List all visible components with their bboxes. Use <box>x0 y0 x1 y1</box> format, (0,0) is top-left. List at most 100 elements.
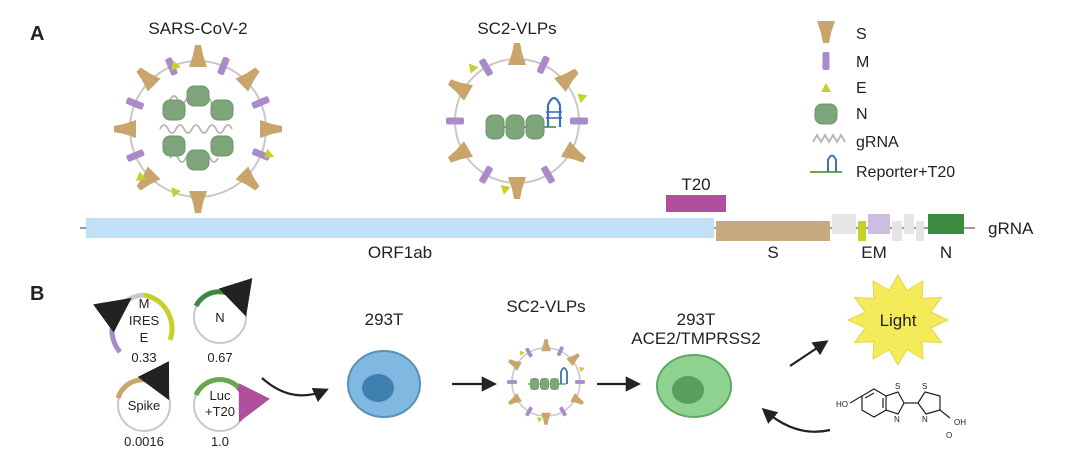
receiver-cell: 293T ACE2/TMPRSS2 <box>631 310 761 418</box>
envelope-protein-icon <box>517 348 525 357</box>
chem-n-2: N <box>922 415 928 424</box>
luciferin-structure-icon <box>849 388 951 419</box>
plasmid-1-line-1: M <box>139 296 150 311</box>
n-gene-label: N <box>940 243 952 262</box>
membrane-protein-icon <box>125 148 146 163</box>
receiver-cell-label-1: 293T <box>677 310 716 329</box>
spike-protein-icon <box>508 43 526 65</box>
membrane-protein-icon <box>478 165 494 185</box>
spike-protein-icon <box>235 166 264 195</box>
vlp-reporter-rna <box>485 96 562 140</box>
envelope-protein-icon <box>464 60 479 74</box>
light-burst: Light <box>846 273 950 367</box>
membrane-protein-icon <box>536 55 551 75</box>
envelope-protein-icon <box>499 185 511 196</box>
legend-envelope-protein-icon <box>821 83 831 92</box>
segment-accessory-3 <box>904 214 914 234</box>
plasmid-1-line-2: IRES <box>129 313 160 328</box>
envelope-protein-icon <box>536 417 543 424</box>
sars-cov-2-particle: SARS-CoV-2 <box>114 19 282 213</box>
light-burst-shape <box>846 273 950 367</box>
vlp-small-label: SC2-VLPs <box>506 297 585 316</box>
segment-m <box>868 214 890 234</box>
membrane-protein-icon <box>446 117 464 125</box>
arrow-emit <box>789 340 829 367</box>
em-gene-label: EM <box>861 243 887 262</box>
spike-protein-icon <box>541 412 551 425</box>
membrane-protein-icon <box>507 380 517 384</box>
plasmid-m-ires-e: M IRES E 0.33 <box>93 292 175 365</box>
orf1ab-label: ORF1ab <box>368 243 432 262</box>
virus-nucleocapsid-genome <box>159 85 234 171</box>
spike-protein-icon <box>114 120 136 138</box>
membrane-protein-icon <box>216 56 231 76</box>
chem-o: O <box>946 431 952 440</box>
plasmid-1-line-3: E <box>140 330 149 345</box>
chem-s-1: S <box>895 382 900 391</box>
light-label: Light <box>880 311 917 330</box>
segment-s <box>716 221 830 241</box>
envelope-protein-icon <box>577 90 590 104</box>
membrane-protein-icon <box>570 117 588 125</box>
membrane-protein-icon <box>558 406 568 417</box>
producer-cell: 293T <box>347 310 421 418</box>
spike-protein-icon <box>541 339 551 352</box>
spike-protein-icon <box>508 177 526 199</box>
membrane-protein-icon <box>524 406 534 417</box>
spike-protein-icon <box>132 63 161 92</box>
segment-orf1ab <box>86 218 714 238</box>
plasmid-2-ratio: 0.67 <box>207 350 232 365</box>
t20-label: T20 <box>681 175 710 194</box>
sc2-vlp-particle: SC2-VLPs <box>444 19 590 199</box>
legend-nucleocapsid-icon <box>814 103 838 125</box>
legend-membrane-protein-icon <box>822 52 830 70</box>
chem-oh: OH <box>954 418 966 427</box>
plasmid-spike: Spike 0.0016 <box>115 361 171 449</box>
membrane-protein-icon <box>125 96 145 111</box>
virus-surface-proteins <box>114 45 282 213</box>
spike-protein-icon <box>189 191 207 213</box>
genome-map: T20 ORF1ab S EM N gRNA <box>80 175 1034 262</box>
plasmid-1-ratio: 0.33 <box>131 350 156 365</box>
grna-label: gRNA <box>988 219 1034 238</box>
panel-label-a: A <box>30 23 44 45</box>
segment-accessory-1 <box>832 214 856 234</box>
virus-title: SARS-CoV-2 <box>148 19 247 38</box>
vlp-small: SC2-VLPs <box>506 297 586 425</box>
legend-label-e: E <box>856 80 867 97</box>
legend-grna-icon <box>812 133 846 144</box>
arrow-substrate <box>761 407 831 433</box>
segment-e <box>858 221 866 241</box>
arrow-transfect <box>261 377 329 403</box>
plasmid-4-ratio: 1.0 <box>211 434 229 449</box>
plasmid-3-line-1: Spike <box>128 398 161 413</box>
plasmid-3-ratio: 0.0016 <box>124 434 164 449</box>
legend-label-s: S <box>856 26 867 43</box>
panel-label-b: B <box>30 283 44 305</box>
legend: S M E N gRNA Reporter+T20 <box>810 21 955 181</box>
plasmid-4-line-2: +T20 <box>205 404 235 419</box>
envelope-protein-icon <box>579 365 586 373</box>
legend-label-reporter: Reporter+T20 <box>856 164 955 181</box>
spike-protein-icon <box>235 63 264 92</box>
spike-protein-icon <box>189 45 207 67</box>
producer-cell-nucleus <box>362 374 394 402</box>
membrane-protein-icon <box>524 347 534 358</box>
plasmid-n: N 0.67 <box>193 278 253 365</box>
vlp-title: SC2-VLPs <box>477 19 556 38</box>
membrane-protein-icon <box>556 345 565 357</box>
t20-insert <box>666 195 726 212</box>
legend-label-grna: gRNA <box>856 134 899 151</box>
segment-n <box>928 214 964 234</box>
membrane-protein-icon <box>575 380 585 384</box>
segment-accessory-2 <box>892 221 902 241</box>
membrane-protein-icon <box>540 165 556 185</box>
chem-n-1: N <box>894 415 900 424</box>
membrane-protein-icon <box>478 57 494 77</box>
plasmid-2-line-1: N <box>215 310 224 325</box>
legend-spike-icon <box>817 21 835 43</box>
legend-label-n: N <box>856 106 868 123</box>
receiver-cell-nucleus <box>672 376 704 404</box>
membrane-protein-icon <box>250 95 271 110</box>
chem-ho: HO <box>836 400 848 409</box>
